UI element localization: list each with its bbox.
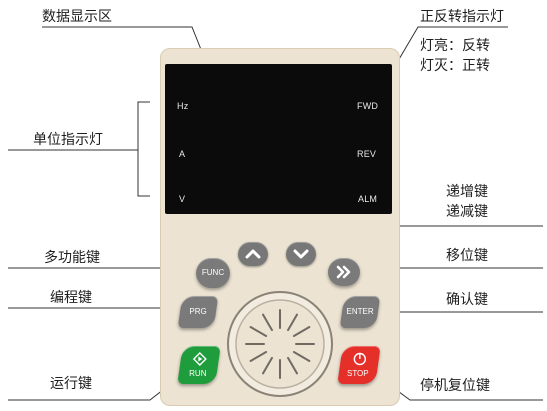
- stop-label: STOP: [346, 369, 369, 378]
- unit-bracket: [137, 101, 150, 197]
- dial-tick: [292, 351, 311, 362]
- indicator-fwd: FWD: [357, 101, 379, 111]
- callout-light-on: 灯亮：反转: [420, 38, 490, 54]
- callout-run-key: 运行键: [50, 376, 92, 392]
- shift-button[interactable]: [328, 258, 360, 286]
- dial-tick: [287, 356, 298, 375]
- double-chevron-right-icon: [336, 265, 351, 279]
- callout-func-key: 多功能键: [44, 250, 100, 266]
- chevron-up-icon: [245, 249, 261, 259]
- callout-shift-key: 移位键: [446, 248, 488, 264]
- enter-label: ENTER: [346, 307, 374, 316]
- callout-unit-light: 单位指示灯: [33, 132, 103, 148]
- callout-dec-key: 递减键: [446, 204, 488, 220]
- up-button[interactable]: [238, 242, 268, 266]
- dial-knob[interactable]: [226, 290, 334, 398]
- dial-tick: [292, 326, 311, 337]
- chevron-down-icon: [293, 249, 309, 259]
- dial-icon: [245, 309, 315, 379]
- indicator-rev: REV: [357, 149, 377, 159]
- indicator-a: A: [179, 149, 186, 159]
- dial-tick: [262, 356, 273, 375]
- callout-light-off: 灯灭：正转: [420, 58, 490, 74]
- callout-prog-key: 编程键: [50, 290, 92, 306]
- callout-stop-key: 停机复位键: [420, 378, 490, 394]
- callout-inc-key: 递增键: [446, 184, 488, 200]
- indicator-hz: Hz: [177, 101, 189, 111]
- leader-direction-light: [394, 26, 508, 67]
- down-button[interactable]: [286, 242, 316, 266]
- run-button[interactable]: RUN: [177, 346, 221, 384]
- callout-direction-light: 正反转指示灯: [420, 9, 504, 25]
- callout-confirm-key: 确认键: [446, 292, 488, 308]
- func-button[interactable]: FUNC: [196, 258, 230, 288]
- dial-tick: [249, 351, 268, 362]
- run-label: RUN: [189, 369, 207, 378]
- func-label: FUNC: [201, 268, 225, 277]
- start-icon: [192, 352, 207, 366]
- led-display: Hz A V FWD REV ALM: [165, 64, 392, 214]
- stop-icon: [353, 352, 367, 366]
- dial-tick: [262, 313, 273, 332]
- dial-tick: [287, 313, 298, 332]
- prg-label: PRG: [189, 307, 207, 316]
- stop-button[interactable]: STOP: [337, 346, 381, 384]
- callout-data-display: 数据显示区: [42, 9, 112, 25]
- indicator-alm: ALM: [358, 194, 378, 204]
- indicator-v: V: [179, 194, 186, 204]
- dial-tick: [249, 326, 268, 337]
